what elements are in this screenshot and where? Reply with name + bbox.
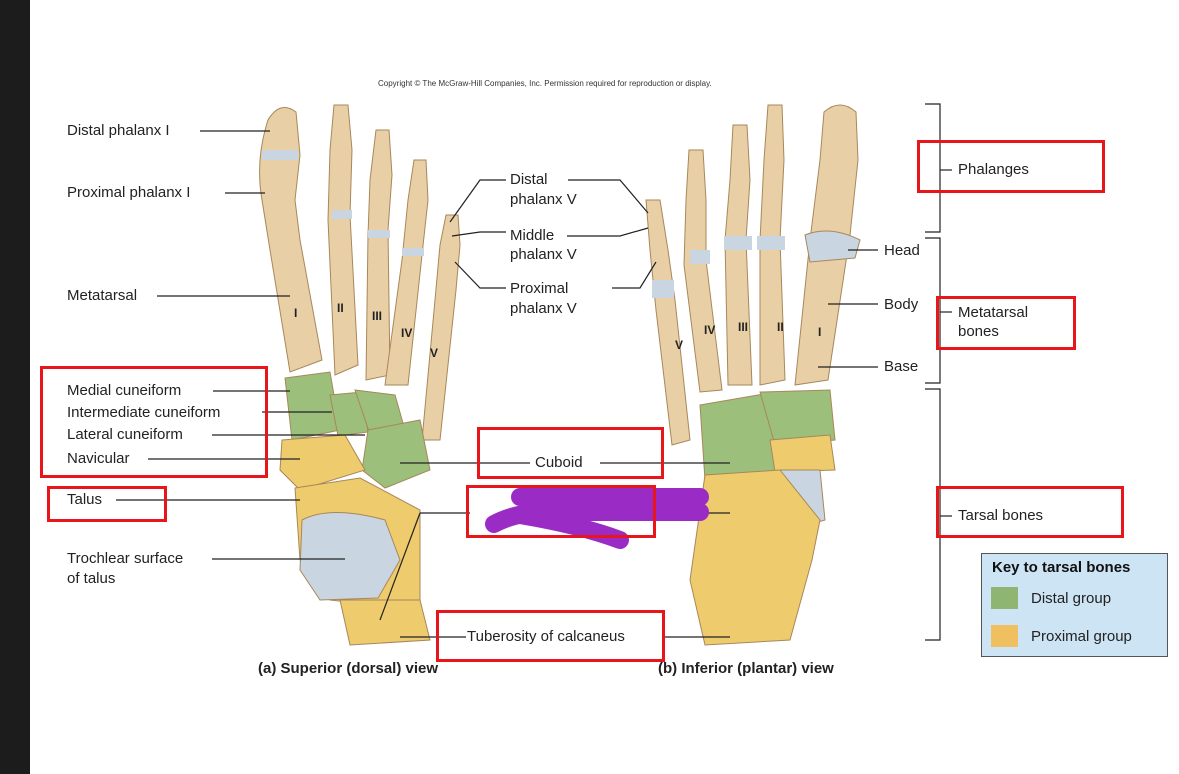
key-distal-label: Distal group — [1031, 590, 1112, 607]
label-tarsal-bones: Tarsal bones — [958, 507, 1044, 524]
label-trochlear-surface: Trochlear surface — [67, 550, 184, 567]
label-phalanges: Phalanges — [958, 161, 1029, 178]
key-proximal-label: Proximal group — [1031, 628, 1132, 645]
label-proximal-phalanx-5-line2: phalanx V — [510, 300, 577, 317]
label-base: Base — [884, 358, 919, 375]
caption-plantar-view: (b) Inferior (plantar) view — [658, 660, 834, 677]
label-lateral-cuneiform: Lateral cuneiform — [67, 426, 183, 443]
label-distal-phalanx-5-line2: phalanx V — [510, 191, 577, 208]
dorsal-foot — [259, 104, 461, 646]
label-tuberosity-of-calcaneus: Tuberosity of calcaneus — [467, 628, 625, 645]
plantar-numeral-3: III — [738, 320, 749, 334]
left-dark-bar — [0, 0, 30, 774]
label-proximal-phalanx-5-line1: Proximal — [510, 280, 569, 297]
label-metatarsal-bones-line2: bones — [958, 323, 999, 340]
label-navicular: Navicular — [67, 450, 130, 467]
plantar-foot — [645, 104, 861, 646]
highlight-box-tuberosity — [436, 610, 665, 662]
highlight-box-talus — [47, 486, 167, 522]
label-metatarsal-bones-line1: Metatarsal — [958, 304, 1029, 321]
dorsal-numeral-4: IV — [401, 326, 413, 340]
key-proximal-swatch — [991, 625, 1018, 647]
label-medial-cuneiform: Medial cuneiform — [67, 382, 182, 399]
caption-dorsal-view: (a) Superior (dorsal) view — [258, 660, 439, 677]
label-body: Body — [884, 296, 919, 313]
dorsal-numeral-3: III — [372, 309, 383, 323]
plantar-numeral-2: II — [777, 320, 784, 334]
key-distal-swatch — [991, 587, 1018, 609]
label-talus: Talus — [67, 491, 103, 508]
key-title: Key to tarsal bones — [992, 559, 1131, 576]
copyright-notice: Copyright © The McGraw-Hill Companies, I… — [378, 79, 712, 88]
dorsal-numeral-5: V — [430, 346, 439, 360]
label-head: Head — [884, 242, 920, 259]
dorsal-numeral-2: II — [337, 301, 344, 315]
label-distal-phalanx-1: Distal phalanx I — [67, 122, 170, 139]
plantar-numeral-4: IV — [704, 323, 716, 337]
highlight-box-cuneiforms-navicular — [40, 366, 268, 478]
highlight-box-cuboid — [477, 427, 664, 479]
label-of-talus: of talus — [67, 570, 116, 587]
label-cuboid: Cuboid — [535, 454, 583, 471]
plantar-numeral-1: I — [818, 325, 822, 339]
highlight-box-metatarsal-bones — [936, 296, 1076, 350]
label-middle-phalanx-5-line1: Middle — [510, 227, 555, 244]
label-metatarsal: Metatarsal — [67, 287, 138, 304]
leader-lines — [116, 103, 952, 641]
highlight-box-calcaneus — [466, 485, 656, 538]
highlight-box-phalanges — [917, 140, 1105, 193]
label-distal-phalanx-5-line1: Distal — [510, 171, 548, 188]
label-proximal-phalanx-1: Proximal phalanx I — [67, 184, 191, 201]
highlight-box-tarsal-bones — [936, 486, 1124, 538]
dorsal-numeral-1: I — [294, 306, 298, 320]
tarsal-key-legend: Key to tarsal bones Distal group Proxima… — [981, 553, 1168, 657]
label-middle-phalanx-5-line2: phalanx V — [510, 246, 577, 263]
label-intermediate-cuneiform: Intermediate cuneiform — [67, 404, 221, 421]
plantar-numeral-5: V — [675, 338, 684, 352]
